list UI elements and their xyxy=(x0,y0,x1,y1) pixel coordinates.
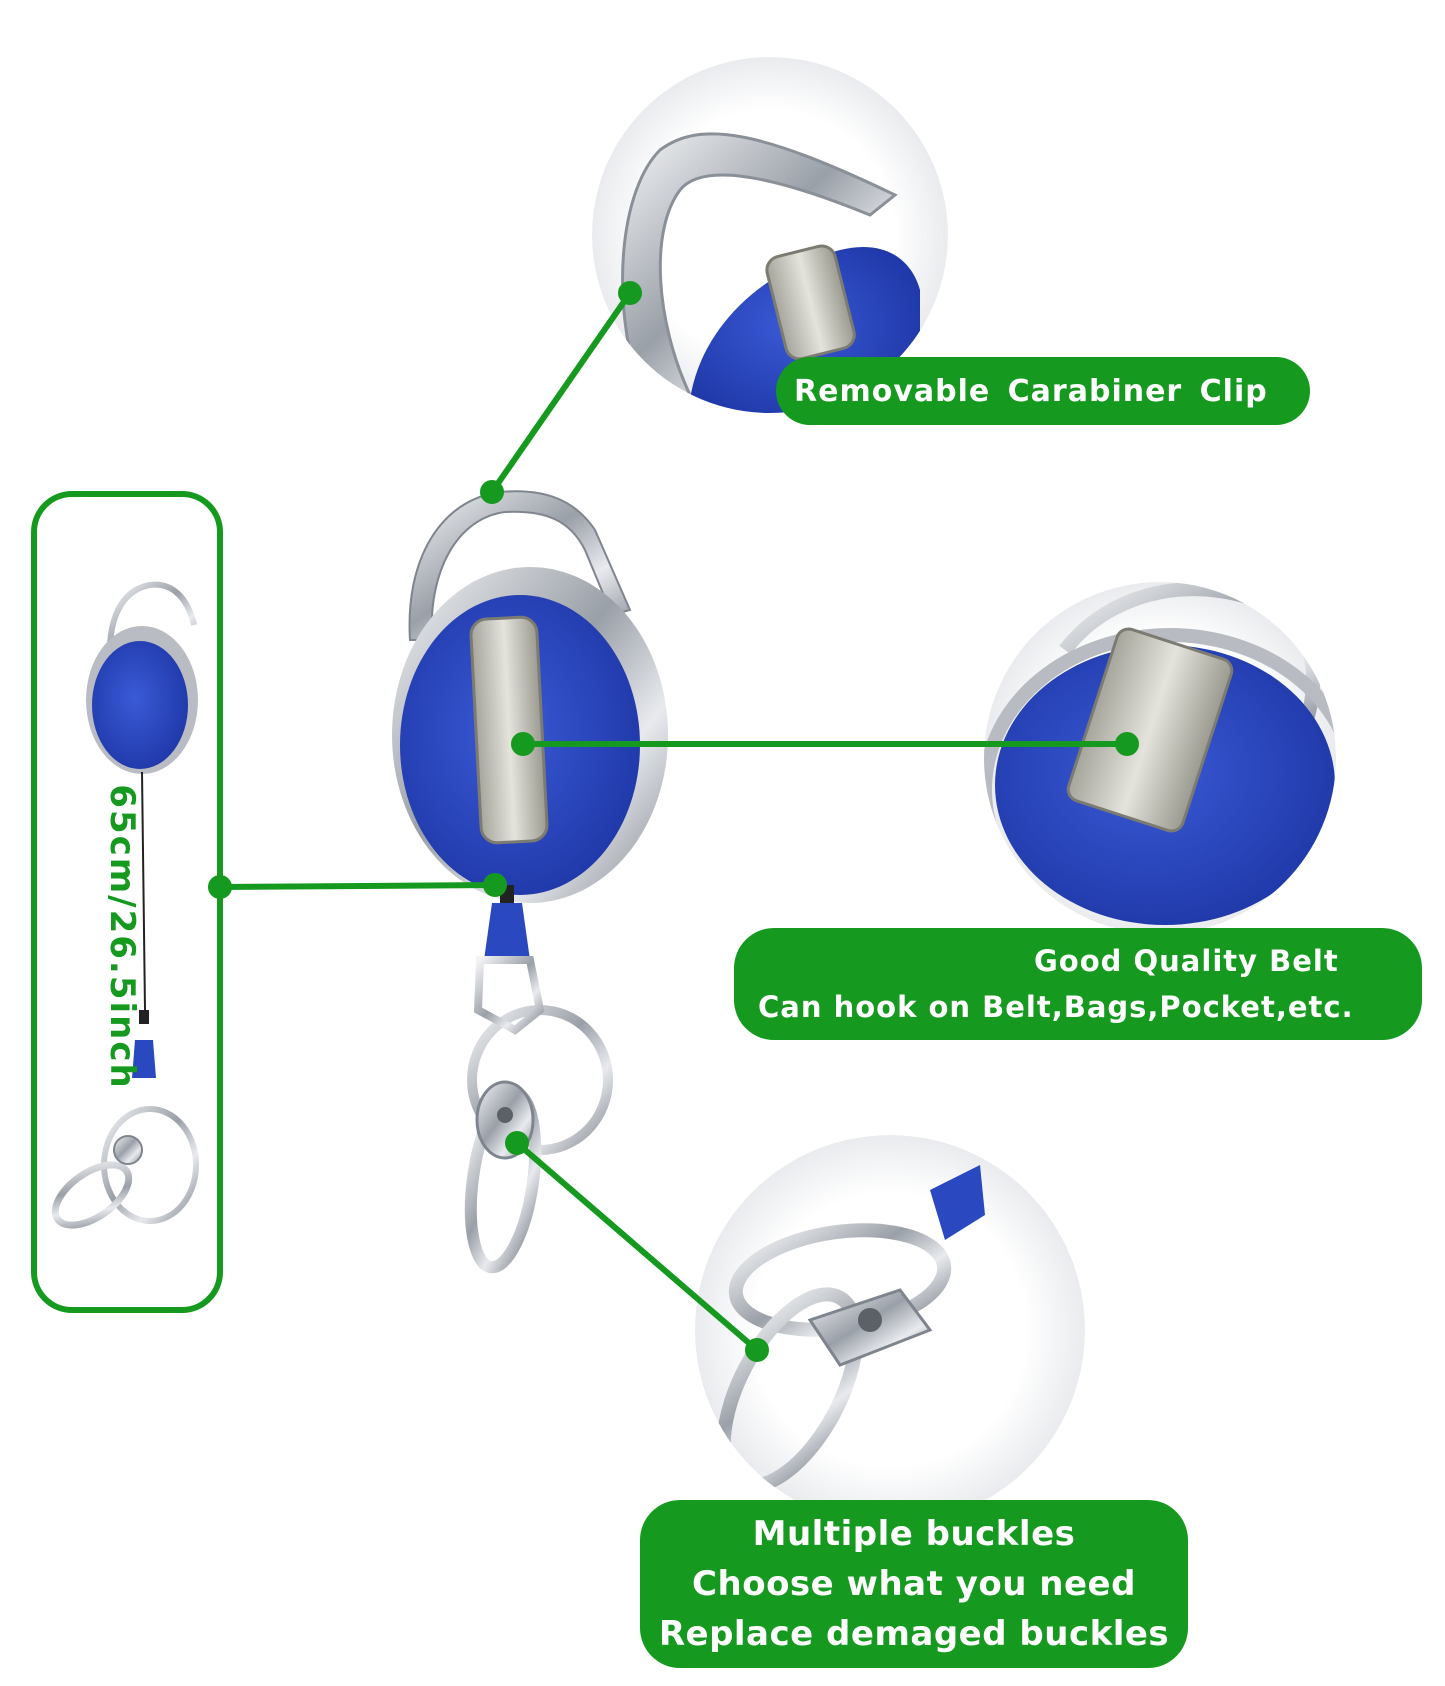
callout-connectors xyxy=(208,281,1139,1362)
belt-clip-detail-photo xyxy=(984,582,1336,934)
buckles-callout: Multiple buckles Choose what you need Re… xyxy=(640,1500,1188,1668)
buckles-callout-line-1: Multiple buckles xyxy=(752,1514,1076,1554)
cord-length-label: 65cm/26.5inch xyxy=(102,784,142,1090)
rings-detail-photo xyxy=(695,1135,1085,1525)
buckles-callout-line-2: Choose what you need xyxy=(692,1564,1136,1604)
buckles-callout-line-3: Replace demaged buckles xyxy=(658,1614,1170,1654)
belt-callout-line-2: Can hook on Belt,Bags,Pocket,etc. xyxy=(758,990,1354,1024)
belt-callout: Good Quality Belt Can hook on Belt,Bags,… xyxy=(734,928,1422,1040)
belt-callout-line-1: Good Quality Belt xyxy=(1034,944,1339,978)
carabiner-callout-line-1: Removable Carabiner Clip xyxy=(794,373,1268,409)
extended-length-panel xyxy=(31,491,223,1313)
carabiner-callout: Removable Carabiner Clip xyxy=(776,357,1310,425)
